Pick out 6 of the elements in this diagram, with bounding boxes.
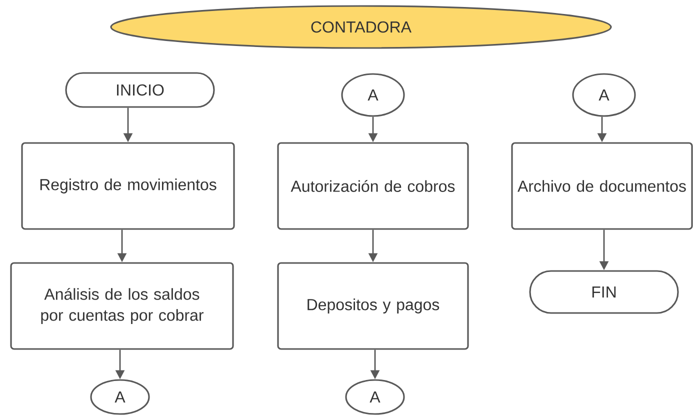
process-box: Archivo de documentos	[511, 142, 693, 230]
process-box: Análisis de los saldos por cuentas por cobrar	[10, 262, 234, 350]
title-band: CONTADORA	[110, 5, 612, 49]
process-box: Registro de movimientos	[21, 142, 235, 230]
process-box: Depositos y pagos	[277, 262, 469, 350]
process-box: Autorización de cobros	[277, 142, 469, 230]
